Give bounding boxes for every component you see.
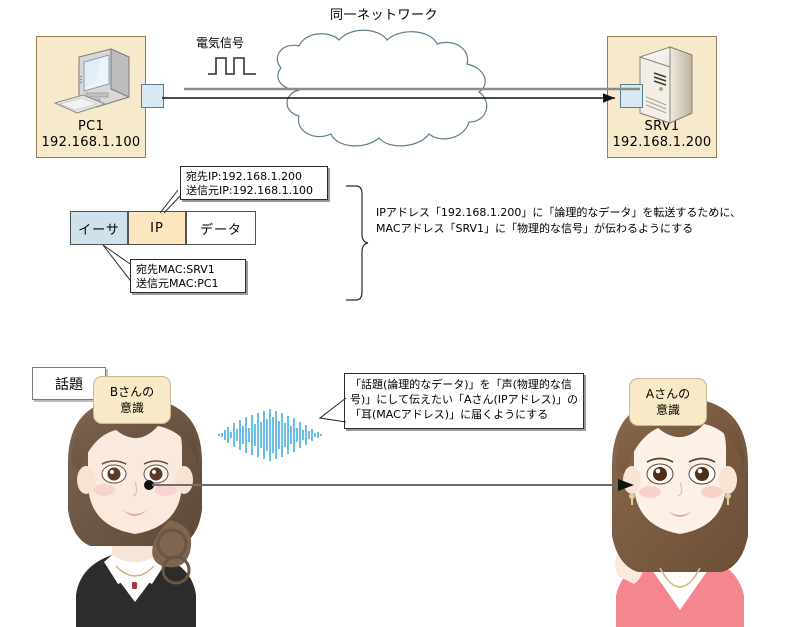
speaker-person-illustration	[68, 398, 202, 627]
server-tower-icon	[639, 46, 693, 124]
packet-segment-ethernet: イーサ	[70, 211, 128, 245]
callout-mac-header: 宛先MAC:SRV1 送信元MAC:PC1	[130, 259, 246, 293]
listener-person-illustration	[612, 398, 748, 627]
host-box-pc1: PC1 192.168.1.100	[36, 36, 146, 158]
host-ip-srv1: 192.168.1.200	[612, 135, 712, 150]
packet-segment-data-label: データ	[199, 222, 242, 238]
speaker-thought-bubble: Bさんの 意識	[93, 376, 171, 424]
nic-port-pc1	[141, 84, 164, 108]
packet-segment-data: データ	[186, 211, 256, 245]
topic-label-text: 話題	[55, 376, 83, 393]
speaker-thought-line2: 意識	[119, 401, 144, 415]
packet-segment-ip-label: IP	[150, 220, 164, 236]
network-scope-title: 同一ネットワーク	[330, 8, 439, 23]
leader-lines-mac	[102, 244, 134, 285]
annotation-network: IPアドレス「192.168.1.200」に「論理的なデータ」を転送するために、…	[376, 206, 742, 235]
listener-thought-line1: Aさんの	[645, 387, 691, 401]
host-ip-pc1: 192.168.1.100	[41, 135, 141, 150]
packet-segment-ethernet-label: イーサ	[78, 222, 120, 238]
audio-waveform-icon	[218, 409, 322, 461]
callout-ip-header: 宛先IP:192.168.1.200 送信元IP:192.168.1.100	[180, 166, 328, 200]
callout-tail-speech	[318, 397, 347, 423]
square-wave-icon	[208, 57, 256, 75]
leader-lines-ip	[159, 189, 183, 214]
host-box-srv1: SRV1 192.168.1.200	[607, 36, 717, 158]
speaker-thought-line1: Bさんの	[109, 385, 155, 399]
grouping-brace	[346, 185, 369, 301]
desktop-computer-icon	[53, 48, 130, 114]
callout-speech-analogy: 「話題(論理的なデータ)」を「声(物理的な信 号)」にして伝えたい「Aさん(IP…	[344, 373, 584, 429]
electric-signal-label: 電気信号	[196, 36, 245, 50]
listener-thought-line2: 意識	[655, 403, 680, 417]
speech-transmission-arrow	[144, 479, 634, 491]
packet-segment-ip: IP	[128, 211, 186, 245]
network-link-lines	[162, 87, 640, 103]
listener-thought-bubble: Aさんの 意識	[629, 378, 707, 426]
host-name-pc1: PC1	[77, 119, 105, 134]
